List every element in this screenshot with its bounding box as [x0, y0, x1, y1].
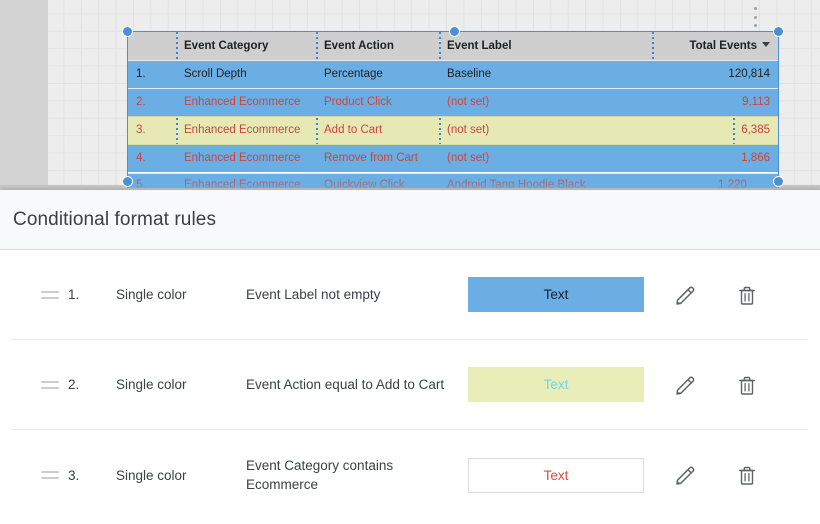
- cell-event-action: Quickview Click: [324, 179, 405, 188]
- dialog-title: Conditional format rules: [13, 208, 217, 230]
- cell-index: 2.: [128, 87, 176, 116]
- cell-index: 1.: [128, 59, 176, 88]
- trash-icon: [739, 376, 755, 395]
- rule-row[interactable]: 1. Single color Event Label not empty Te…: [12, 250, 808, 340]
- rule-type: Single color: [116, 287, 187, 302]
- rules-list: 1. Single color Event Label not empty Te…: [0, 250, 820, 520]
- table-body: 1. Scroll Depth Percentage Baseline 120,…: [128, 59, 778, 172]
- cell-index: 3.: [128, 115, 176, 145]
- conditional-format-rules-dialog: Conditional format rules 1. Single color…: [0, 190, 820, 524]
- delete-rule-button[interactable]: [716, 373, 778, 397]
- table-row[interactable]: 3. Enhanced Ecommerce Add to Cart (not s…: [128, 115, 778, 145]
- pencil-icon: [676, 466, 695, 485]
- edit-rule-button[interactable]: [654, 373, 716, 397]
- rule-condition: Event Label not empty: [246, 287, 381, 302]
- column-header-index[interactable]: [128, 32, 176, 60]
- selection-handle-top-center[interactable]: [449, 26, 460, 37]
- trash-icon: [739, 286, 755, 305]
- cell-event-label: (not set): [439, 143, 652, 172]
- cell-index: 5.: [136, 179, 146, 188]
- selection-handle-top-right[interactable]: [773, 26, 784, 37]
- cell-event-label: Baseline: [439, 59, 652, 88]
- cell-total-events: 1,220: [718, 179, 747, 188]
- rule-color-preview[interactable]: Text: [468, 457, 644, 493]
- selection-handle-bottom-right[interactable]: [773, 176, 784, 187]
- rule-color-preview[interactable]: Text: [468, 367, 644, 402]
- selection-handle-bottom-left[interactable]: [122, 176, 133, 187]
- pencil-icon: [676, 285, 695, 305]
- cell-event-action: Product Click: [316, 87, 439, 116]
- column-header-event-category[interactable]: Event Category: [176, 32, 316, 60]
- cell-index: 4.: [128, 143, 176, 172]
- cell-total-events: 1,866: [652, 143, 778, 172]
- table-row[interactable]: 4. Enhanced Ecommerce Remove from Cart (…: [128, 143, 778, 172]
- cell-event-category: Enhanced Ecommerce: [176, 87, 316, 116]
- cell-total-events: 6,385: [652, 115, 778, 145]
- dialog-header: Conditional format rules: [0, 190, 820, 250]
- cell-event-action: Percentage: [316, 59, 439, 88]
- rule-condition: Event Category contains Ecommerce: [246, 458, 394, 492]
- cell-event-action: Add to Cart: [316, 115, 439, 145]
- cell-event-label: (not set): [439, 87, 652, 116]
- rule-type: Single color: [116, 377, 187, 392]
- cell-event-category: Enhanced Ecommerce: [184, 179, 301, 188]
- column-header-total-events-label: Total Events: [689, 39, 757, 52]
- cell-event-category: Enhanced Ecommerce: [176, 143, 316, 172]
- rule-index: 1.: [68, 287, 80, 302]
- table-header-row: Event Category Event Action Event Label …: [128, 32, 778, 60]
- delete-rule-button[interactable]: [716, 463, 778, 487]
- delete-rule-button[interactable]: [716, 283, 778, 307]
- rule-type: Single color: [116, 467, 187, 483]
- table-row[interactable]: 1. Scroll Depth Percentage Baseline 120,…: [128, 59, 778, 88]
- cell-total-events: 120,814: [652, 59, 778, 88]
- rule-condition: Event Action equal to Add to Cart: [246, 377, 445, 392]
- report-table-component[interactable]: Event Category Event Action Event Label …: [127, 31, 779, 188]
- more-vert-icon[interactable]: [748, 6, 762, 28]
- table-row[interactable]: 2. Enhanced Ecommerce Product Click (not…: [128, 87, 778, 116]
- rule-row[interactable]: 3. Single color Event Category contains …: [12, 430, 808, 520]
- edit-rule-button[interactable]: [654, 463, 716, 487]
- cell-event-action: Remove from Cart: [316, 143, 439, 172]
- rule-index: 2.: [68, 377, 80, 392]
- cell-total-events: 9,113: [652, 87, 778, 116]
- column-header-event-action[interactable]: Event Action: [316, 32, 439, 60]
- cell-event-category: Scroll Depth: [176, 59, 316, 88]
- rule-index: 3.: [68, 467, 80, 483]
- drag-handle-icon[interactable]: [32, 290, 68, 299]
- edit-rule-button[interactable]: [654, 283, 716, 307]
- rule-row[interactable]: 2. Single color Event Action equal to Ad…: [12, 340, 808, 430]
- caret-down-icon[interactable]: [762, 42, 770, 48]
- drag-handle-icon[interactable]: [32, 380, 68, 389]
- rule-color-preview[interactable]: Text: [468, 277, 644, 312]
- column-header-event-label[interactable]: Event Label: [439, 32, 652, 60]
- report-table: Event Category Event Action Event Label …: [128, 32, 778, 172]
- pencil-icon: [676, 375, 695, 395]
- selection-handle-top-left[interactable]: [122, 26, 133, 37]
- drag-handle-icon[interactable]: [32, 471, 68, 479]
- trash-icon: [739, 466, 755, 485]
- table-row-clipped[interactable]: 5. Enhanced Ecommerce Quickview Click An…: [127, 173, 779, 188]
- cell-event-category: Enhanced Ecommerce: [176, 115, 316, 145]
- cell-event-label: Android Tang Hoodie Black: [447, 179, 586, 188]
- cell-event-label: (not set): [439, 115, 652, 145]
- column-header-total-events[interactable]: Total Events: [652, 32, 778, 60]
